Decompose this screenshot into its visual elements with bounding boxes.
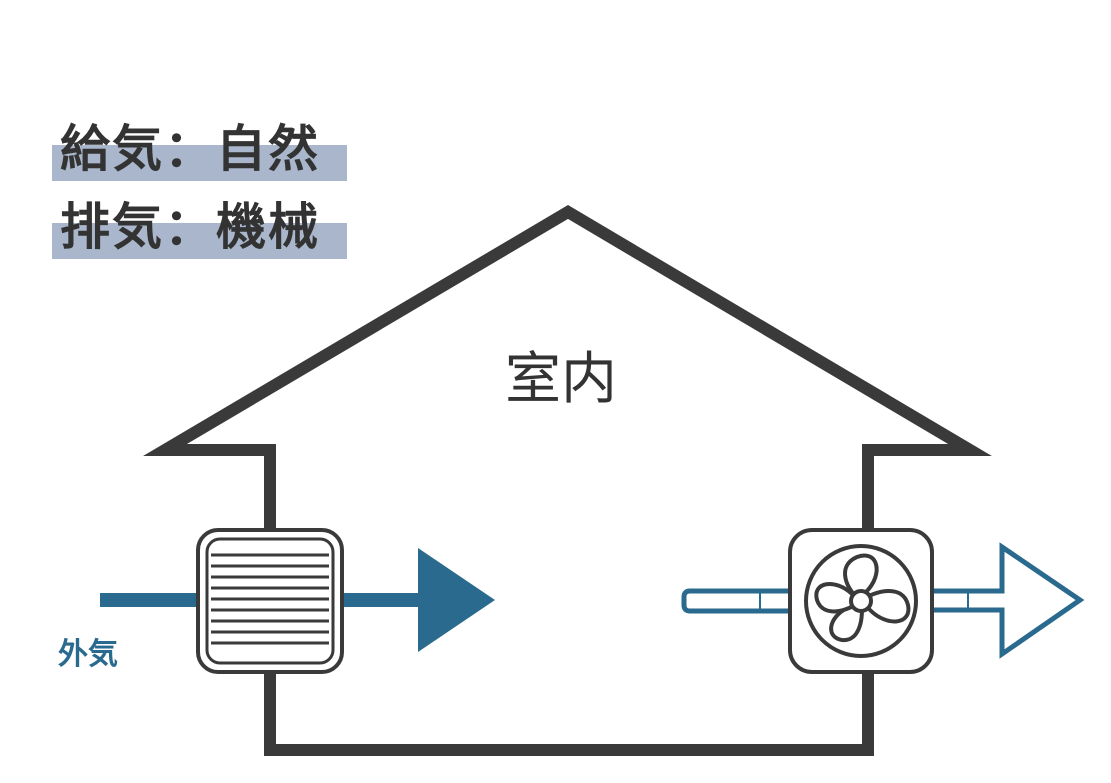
room-label: 室内 — [505, 347, 617, 412]
louver-vent-icon — [196, 528, 344, 674]
exhaust-label-highlight — [52, 223, 347, 259]
supply-label-highlight — [52, 145, 347, 181]
exhaust-airflow-arrow — [681, 542, 1085, 659]
supply-label: 給気：自然 — [60, 120, 320, 178]
exhaust-label: 排気：機械 — [60, 198, 320, 256]
supply-airflow-arrow — [100, 548, 495, 652]
outside-air-label: 外気 — [58, 637, 118, 672]
house-outline — [143, 205, 992, 756]
fan-icon — [788, 528, 934, 674]
